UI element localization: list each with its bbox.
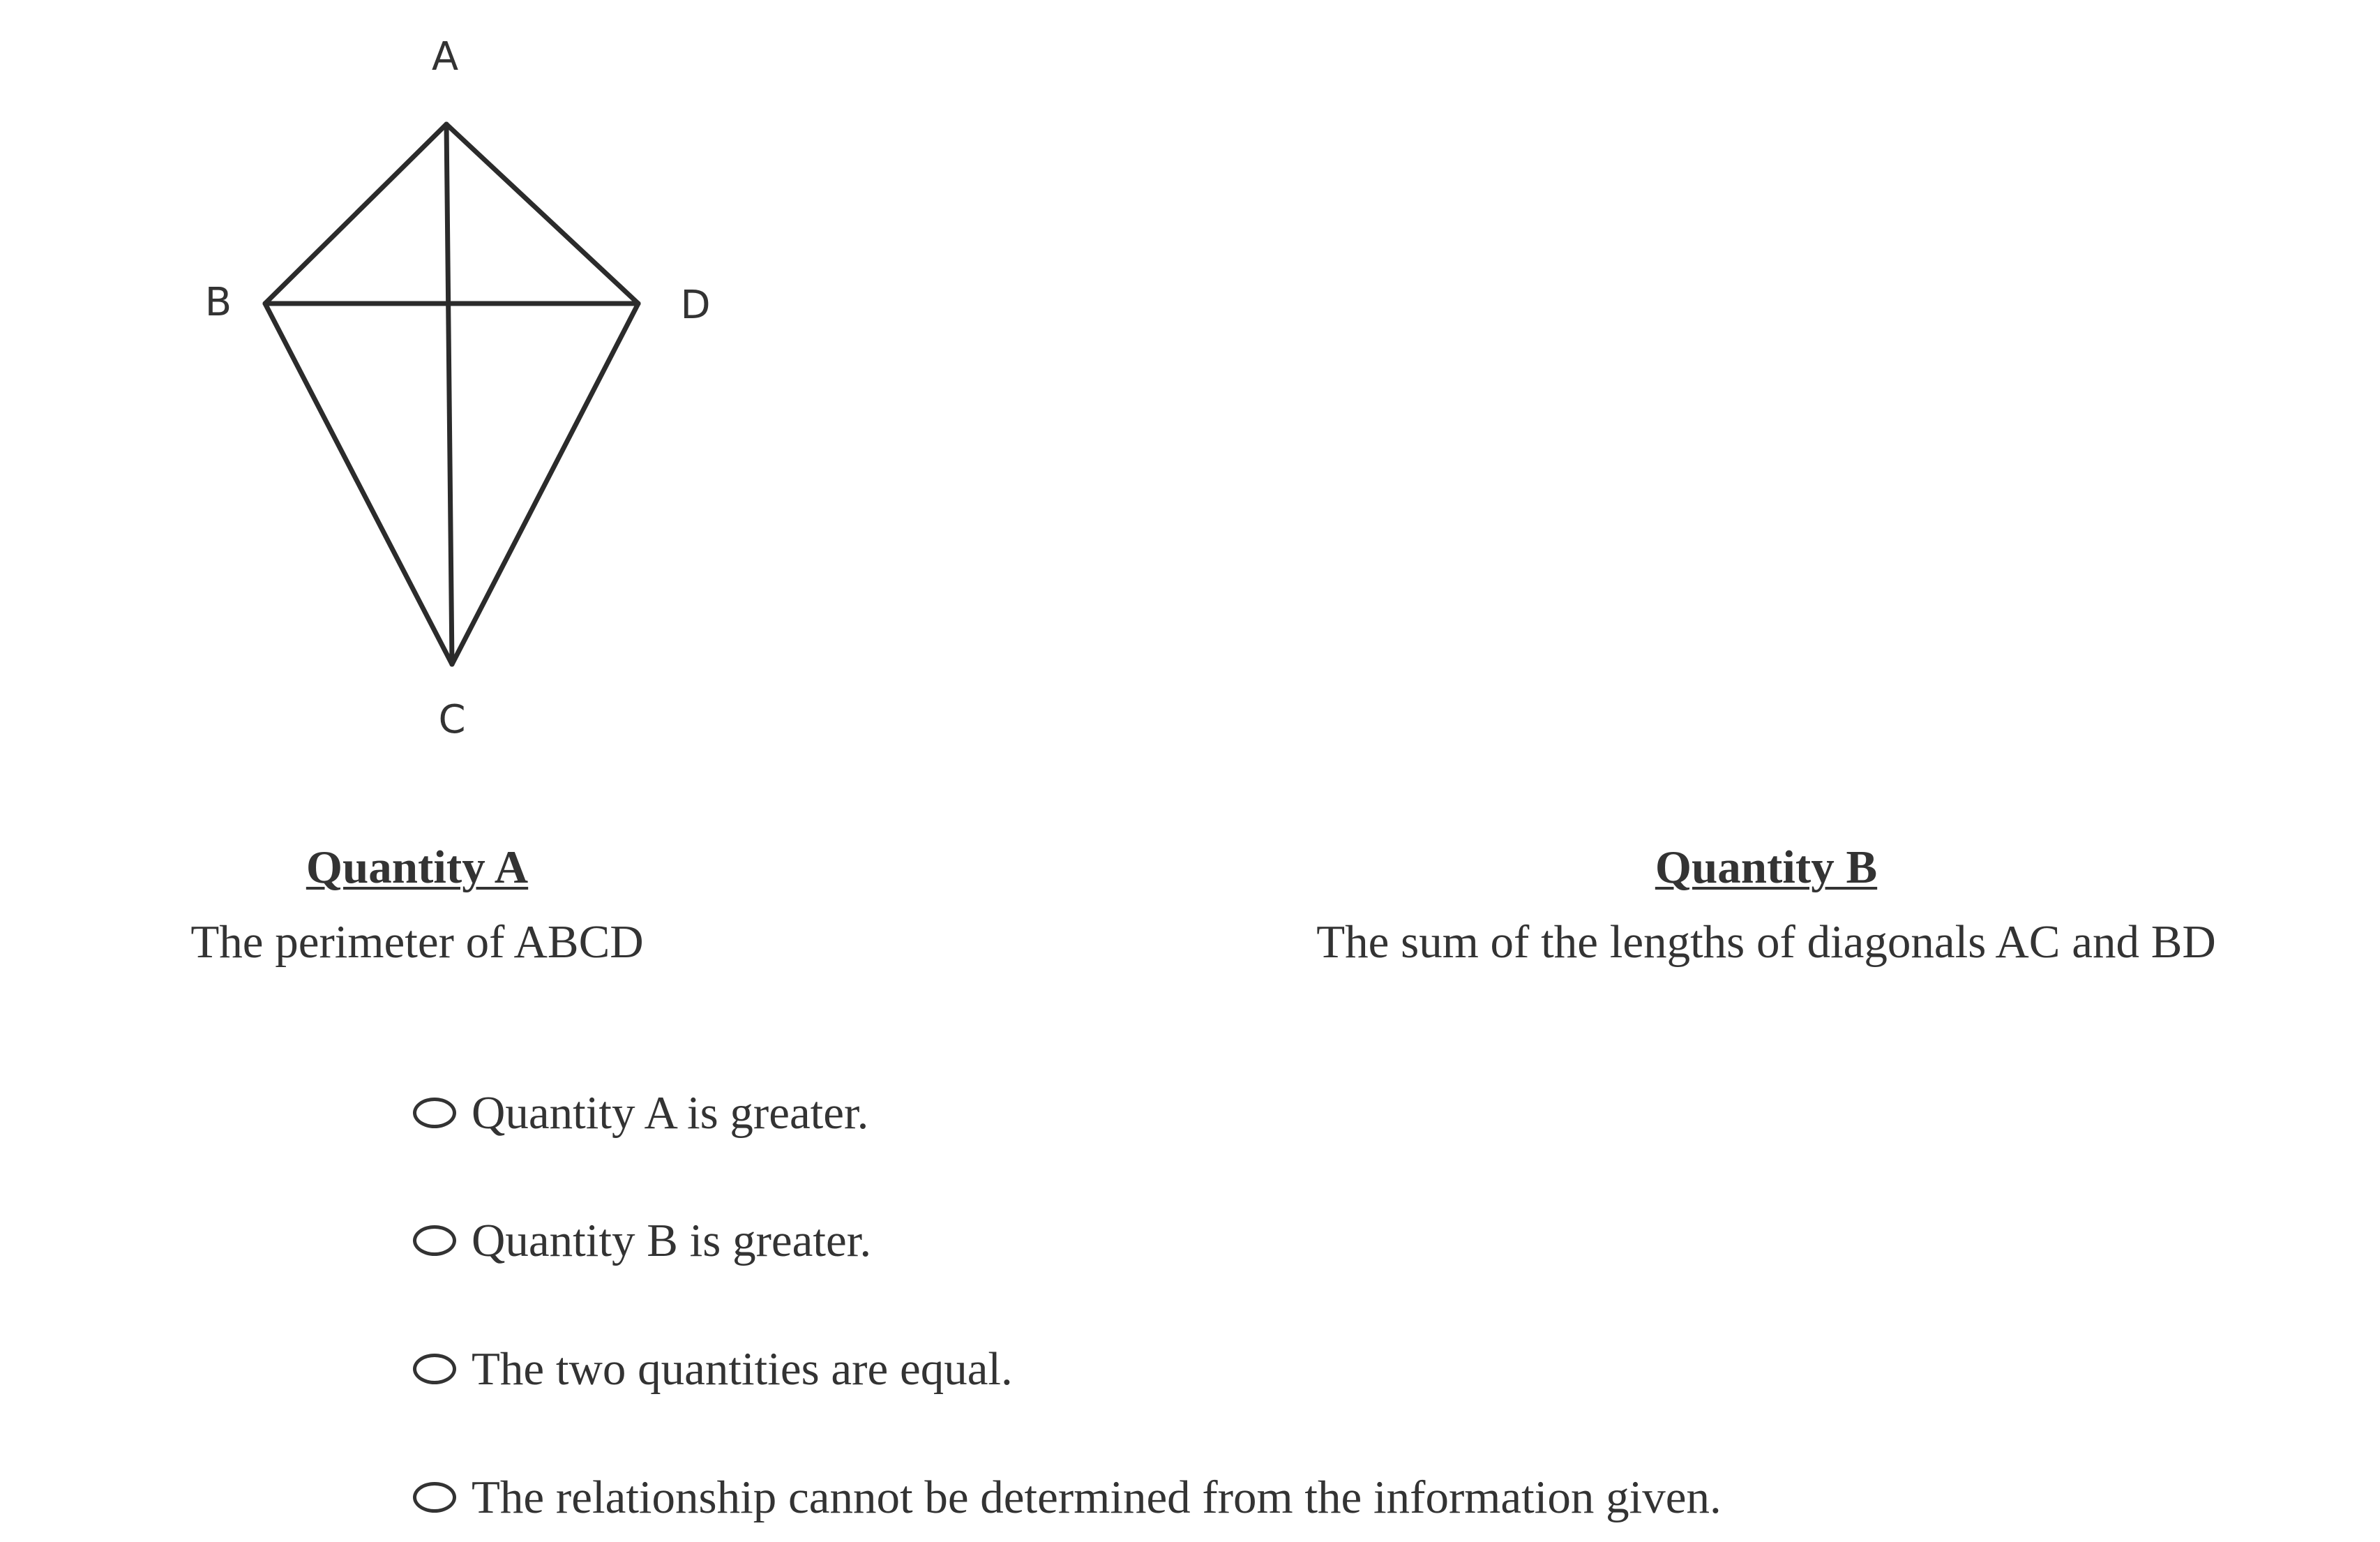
kite-figure: A B C D [205, 34, 711, 742]
quantity-a-heading: Quantity A [306, 841, 529, 893]
radio-button[interactable] [413, 1225, 456, 1256]
answer-option-label: Quantity A is greater. [472, 1086, 869, 1139]
edge-ab [262, 121, 449, 306]
edge-dc [449, 301, 641, 667]
vertex-label-c: C [438, 697, 465, 742]
vertex-label-b: B [205, 280, 232, 325]
kite-edges [262, 121, 641, 667]
radio-button[interactable] [413, 1098, 456, 1128]
vertex-label-d: D [680, 283, 710, 328]
diagonal-ac [444, 121, 455, 667]
radio-button[interactable] [413, 1482, 456, 1513]
quantity-a-text: The perimeter of ABCD [190, 916, 644, 968]
edge-ad [444, 121, 641, 306]
answer-option-a-greater[interactable]: Quantity A is greater. [413, 1081, 868, 1144]
answer-option-label: The relationship cannot be determined fr… [472, 1471, 1722, 1523]
answer-option-label: Quantity B is greater. [472, 1214, 872, 1266]
answer-option-equal[interactable]: The two quantities are equal. [413, 1338, 1013, 1400]
answer-option-label: The two quantities are equal. [472, 1342, 1013, 1395]
vertex-label-a: A [432, 34, 458, 80]
answer-option-cannot-determine[interactable]: The relationship cannot be determined fr… [413, 1466, 1722, 1529]
quantity-b-text: The sum of the lengths of diagonals AC a… [1316, 916, 2216, 968]
radio-button[interactable] [413, 1354, 456, 1384]
edge-bc [262, 301, 455, 667]
quantity-b-heading: Quantity B [1655, 841, 1878, 893]
answer-option-b-greater[interactable]: Quantity B is greater. [413, 1209, 871, 1272]
